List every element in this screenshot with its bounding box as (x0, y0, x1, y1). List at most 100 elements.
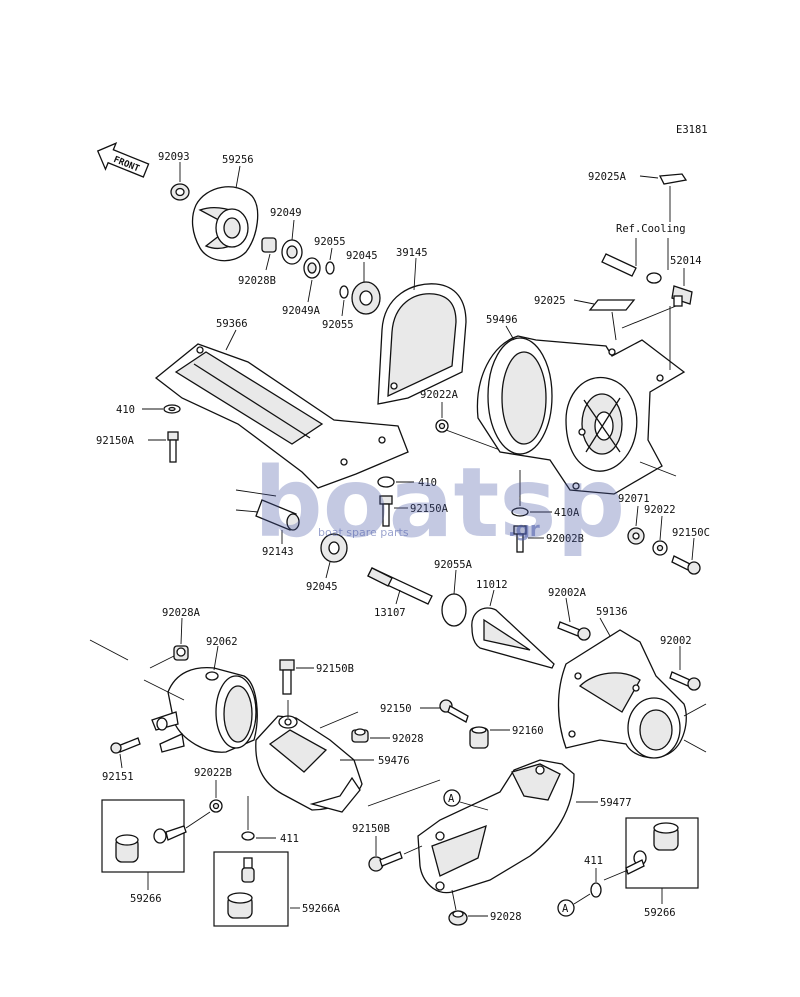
callout-52014: 52014 (670, 255, 702, 267)
callout-92025: 92025 (534, 295, 566, 307)
bolt-92150b-lower-part (368, 851, 403, 872)
oil-seal-a-part (303, 257, 321, 279)
callout-92143: 92143 (262, 546, 294, 558)
box-59266a (213, 851, 289, 927)
pump-bracket-part (154, 343, 409, 489)
plug-59266-left-part (115, 825, 187, 863)
impeller-part (191, 186, 259, 262)
washer-92022b-part (209, 799, 223, 813)
callout-410-center: 410 (418, 477, 437, 489)
bolt-92150b-top-part (279, 659, 295, 695)
front-arrow: FRONT (96, 142, 150, 178)
callout-92151: 92151 (102, 771, 134, 783)
callout-92150: 92150 (380, 703, 412, 715)
callout-92150b-lower: 92150B (352, 823, 390, 835)
callout-92022a: 92022A (420, 389, 459, 401)
callout-92002a: 92002A (548, 587, 587, 599)
plug-59266a-part (227, 857, 255, 919)
callout-92028a: 92028A (162, 607, 201, 619)
drive-shaft-part (367, 567, 433, 605)
box-59266-left (101, 799, 185, 873)
callout-92150a-left: 92150A (96, 435, 135, 447)
callout-92150c: 92150C (672, 527, 710, 539)
callout-410-left: 410 (116, 404, 135, 416)
clip-92025a-part (658, 173, 688, 185)
callout-92002: 92002 (660, 635, 692, 647)
bearing-lower-part (320, 533, 348, 563)
washer-410a-part (511, 507, 529, 517)
bolt-92002b-part (513, 525, 527, 553)
callout-92055-lower: 92055 (322, 319, 354, 331)
callout-92045-top: 92045 (346, 250, 378, 262)
callout-92071: 92071 (618, 493, 650, 505)
callout-92150a-center: 92150A (410, 503, 449, 515)
plug-59266-right-part (625, 822, 679, 875)
callout-92028-bottom: 92028 (490, 911, 522, 923)
bushing-92028-bottom-part (448, 910, 468, 926)
callout-92045-lower: 92045 (306, 581, 338, 593)
callout-92160: 92160 (512, 725, 544, 737)
washer-center-part (377, 476, 395, 488)
callout-92055a: 92055A (434, 559, 473, 571)
steering-nozzle-part (417, 759, 575, 894)
liner-plate-part (377, 283, 467, 405)
oil-seal-part (281, 239, 303, 265)
callout-92028b: 92028B (238, 275, 276, 287)
marker-a-lower: A (557, 899, 575, 917)
callout-11012: 11012 (476, 579, 508, 591)
cap-nut-part (170, 183, 190, 201)
callout-92025a: 92025A (588, 171, 627, 183)
callout-59266-left: 59266 (130, 893, 162, 905)
callout-92022: 92022 (644, 504, 676, 516)
bushing-92028-mid-part (351, 728, 369, 743)
o-ring-part (325, 261, 349, 299)
washer-92022a-part (435, 419, 449, 433)
bolt-center-part (379, 495, 393, 527)
bolt-92002a-part (557, 621, 591, 641)
watermark-tagline: boat spare parts (318, 526, 409, 539)
bolt-92151-part (110, 737, 141, 754)
bushing-part (261, 237, 277, 253)
callout-92049: 92049 (270, 207, 302, 219)
watermark: boatsp .gr boat spare parts (254, 447, 625, 559)
plate-92025-part (588, 299, 636, 311)
callout-92062: 92062 (206, 636, 238, 648)
marker-a-lower-label: A (562, 903, 569, 915)
bolt-left-part (167, 431, 179, 463)
callout-92093: 92093 (158, 151, 190, 163)
callout-92150b-top: 92150B (316, 663, 354, 675)
collar-92160-part (469, 726, 489, 749)
cone-cap-part (471, 607, 555, 669)
callout-92028-mid: 92028 (392, 733, 424, 745)
callout-59477: 59477 (600, 797, 632, 809)
o-ring-92055a-part (441, 593, 467, 627)
bearing-part (351, 281, 381, 315)
pump-case-part (476, 335, 686, 495)
bushing-92071-part (627, 527, 645, 545)
callout-410a: 410A (554, 507, 580, 519)
callout-13107: 13107 (374, 607, 406, 619)
callout-411-right: 411 (584, 855, 603, 867)
washer-411-left-part (241, 831, 255, 841)
bolt-92150-part (439, 699, 469, 723)
washer-left-part (163, 404, 181, 414)
watermark-suffix: .gr (508, 517, 540, 541)
callout-92022b: 92022B (194, 767, 232, 779)
callout-59266a: 59266A (302, 903, 341, 915)
diagram-code: E3181 (676, 124, 708, 136)
callout-59256: 59256 (222, 154, 254, 166)
steering-cylinder-part (151, 666, 258, 753)
marker-a-upper: A (443, 789, 461, 807)
callout-59366: 59366 (216, 318, 248, 330)
callout-59136: 59136 (596, 606, 628, 618)
callout-92049a: 92049A (282, 305, 321, 317)
marker-a-upper-label: A (448, 793, 455, 805)
watermark-word: boatsp (254, 447, 625, 559)
bushing-92028a-part (173, 645, 189, 661)
steering-bracket-part (255, 715, 363, 813)
nozzle-part (557, 629, 687, 759)
callout-92055-top: 92055 (314, 236, 346, 248)
washer-92022-part (652, 540, 668, 556)
callout-39145: 39145 (396, 247, 428, 259)
